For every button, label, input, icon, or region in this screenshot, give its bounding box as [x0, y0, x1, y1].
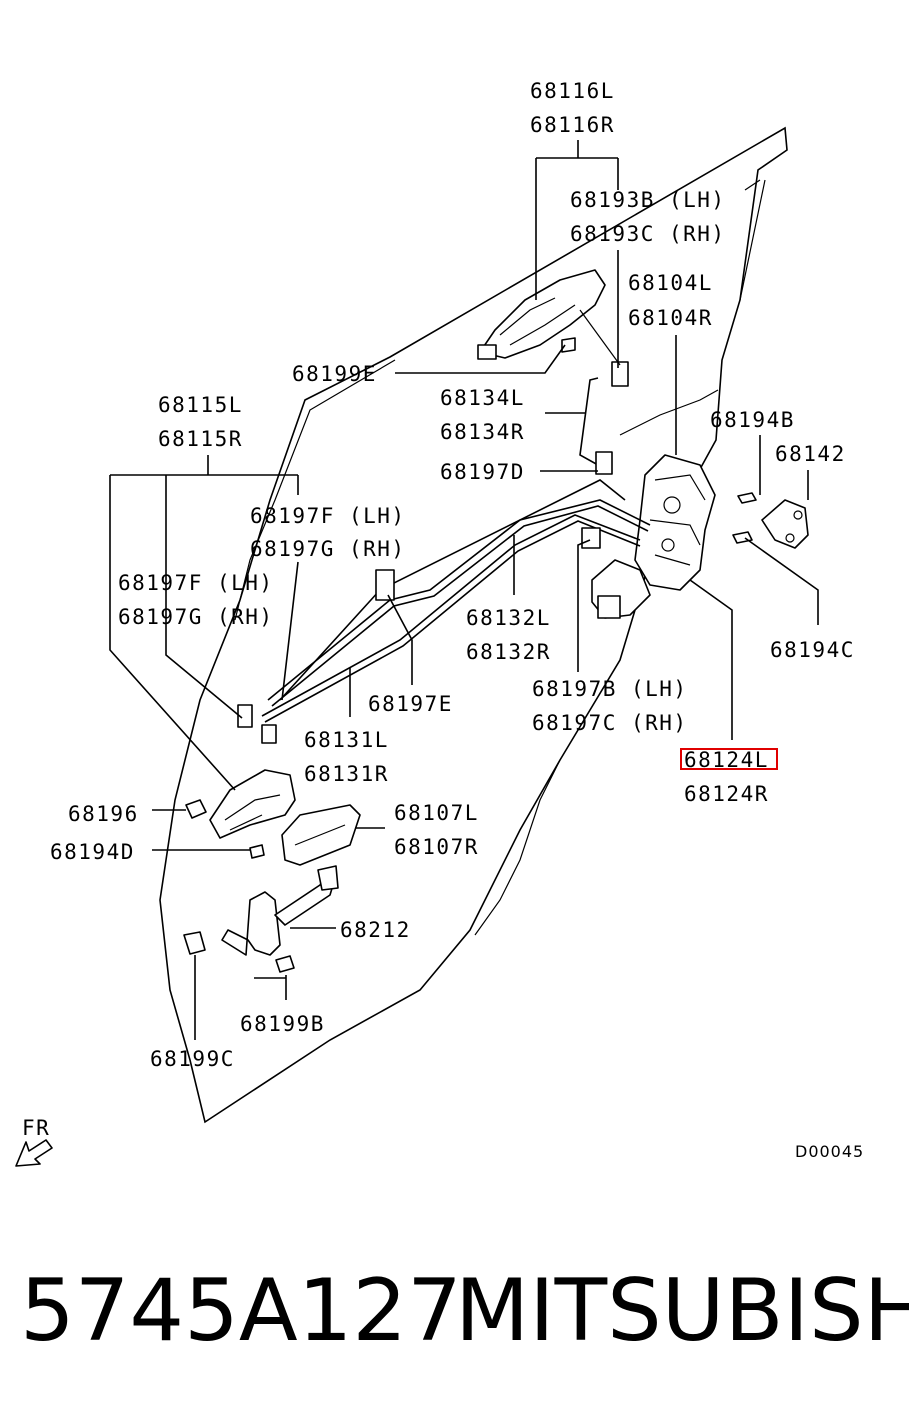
- label-68194C: 68194C: [770, 638, 855, 662]
- label-68199B: 68199B: [240, 1012, 325, 1036]
- clip-68197F-a: [261, 724, 277, 744]
- bolt-68194B: [737, 492, 757, 504]
- label-68104L: 68104L: [628, 271, 713, 295]
- label-68194B: 68194B: [710, 408, 795, 432]
- label-68131R: 68131R: [304, 762, 389, 786]
- door-check: [221, 865, 339, 956]
- label-68124R: 68124R: [684, 782, 769, 806]
- label-68104R: 68104R: [628, 306, 713, 330]
- rod-68134: [579, 377, 599, 466]
- clip-68196: [185, 799, 207, 819]
- rod-68131: [261, 514, 641, 717]
- label-68212: 68212: [340, 918, 411, 942]
- label-68132L: 68132L: [466, 606, 551, 630]
- label-68197F-b: 68197F (LH): [118, 571, 274, 595]
- brand-name: MITSUBISHI: [455, 1261, 909, 1361]
- highlight-box-68124L: [680, 748, 778, 770]
- outside-door-handle: [477, 269, 629, 387]
- door-latch: [634, 454, 716, 591]
- fr-label: FR: [22, 1116, 50, 1140]
- label-68107R: 68107R: [394, 835, 479, 859]
- part-number: 5745A127: [20, 1261, 462, 1361]
- label-68197B: 68197B (LH): [532, 677, 688, 701]
- label-68193B: 68193B (LH): [570, 188, 726, 212]
- clip-68197B: [581, 527, 601, 549]
- diagram-code: D00045: [795, 1142, 864, 1161]
- label-68115L: 68115L: [158, 393, 243, 417]
- leader-lines: [109, 140, 819, 1040]
- label-68116L: 68116L: [530, 79, 615, 103]
- door-panel-outline: [159, 126, 788, 1124]
- bolt-68199C: [183, 931, 206, 955]
- label-68199E: 68199E: [292, 362, 377, 386]
- label-68142: 68142: [775, 442, 846, 466]
- door-striker: [761, 499, 809, 549]
- inside-door-handle: [209, 769, 296, 839]
- label-68194D: 68194D: [50, 840, 135, 864]
- label-68197G-b: 68197G (RH): [118, 605, 274, 629]
- label-68197G-a: 68197G (RH): [250, 537, 406, 561]
- label-68197C: 68197C (RH): [532, 711, 688, 735]
- clip-68197D: [595, 451, 613, 475]
- label-68193C: 68193C (RH): [570, 222, 726, 246]
- label-68116R: 68116R: [530, 113, 615, 137]
- rod-68132: [267, 499, 651, 701]
- screw-68199E: [561, 337, 576, 353]
- bolt-68199B: [275, 955, 295, 973]
- label-68107L: 68107L: [394, 801, 479, 825]
- label-68199C: 68199C: [150, 1047, 235, 1071]
- door-lock-actuator: [591, 559, 651, 619]
- label-68196: 68196: [68, 802, 139, 826]
- label-68197E: 68197E: [368, 692, 453, 716]
- clip-68197F-b: [237, 704, 253, 728]
- label-68131L: 68131L: [304, 728, 389, 752]
- label-68197D: 68197D: [440, 460, 525, 484]
- label-68115R: 68115R: [158, 427, 243, 451]
- label-68197F-a: 68197F (LH): [250, 504, 406, 528]
- label-68134R: 68134R: [440, 420, 525, 444]
- label-68132R: 68132R: [466, 640, 551, 664]
- front-arrow-icon: [15, 1139, 53, 1167]
- clip-68197E: [375, 569, 395, 601]
- screw-68194D: [249, 844, 265, 859]
- label-68134L: 68134L: [440, 386, 525, 410]
